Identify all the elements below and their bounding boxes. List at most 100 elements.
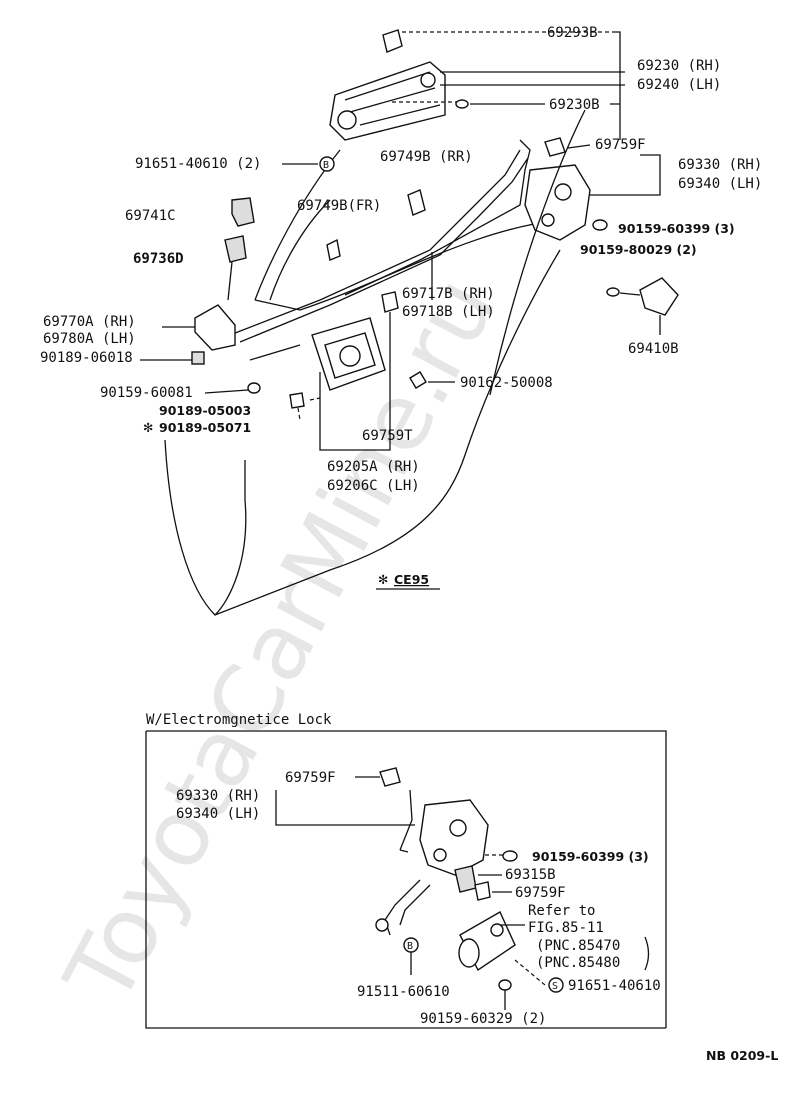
inset-label-fig: FIG.85-11 [528, 920, 604, 936]
inset-label-refer-to: Refer to [528, 903, 595, 919]
leader-lock [140, 326, 195, 361]
inside-handle [311, 317, 386, 391]
label-ce95: CE95 [394, 572, 429, 587]
inset-label-pnc2: (PNC.85480 [536, 955, 620, 971]
clip-69749B-rr [407, 189, 426, 216]
inset-pivot [375, 918, 389, 932]
rod-to-lock [249, 344, 301, 361]
label-69240-lh: 69240 (LH) [637, 77, 721, 93]
label-90159-80029: 90159-80029 (2) [580, 242, 697, 257]
inset-label-69340: 69340 (LH) [176, 806, 260, 822]
rod-long [229, 149, 521, 336]
inset-door-lock [399, 789, 489, 876]
inset-label-69330: 69330 (RH) [176, 788, 260, 804]
label-69206C: 69206C (LH) [327, 478, 420, 494]
leader-69749B [269, 199, 331, 301]
inset-clip-69759F-b [474, 881, 491, 901]
inset-leaders-mid [478, 874, 512, 893]
inset-arm [384, 879, 431, 936]
lock-69770A [194, 304, 236, 351]
inset-bracket-69330 [275, 790, 415, 826]
outside-handle [329, 61, 446, 141]
b-circle-top-text: B [323, 160, 329, 171]
screw-90162-50008 [409, 371, 427, 389]
label-69230-rh: 69230 (RH) [637, 58, 721, 74]
label-69205A: 69205A (RH) [327, 459, 420, 475]
label-69749B-rr: 69749B (RR) [380, 149, 473, 165]
b-circle-top [319, 156, 335, 172]
striker-69410B [639, 277, 679, 316]
leader-69410B [619, 292, 661, 335]
leader-dash-05003 [297, 397, 321, 421]
cap-69741C [231, 197, 255, 227]
asterisk-ce95: ✻ [378, 572, 388, 587]
label-69736D: 69736D [133, 251, 184, 267]
watermark: ToyotaCarMine.ru [44, 260, 516, 1021]
bracket-69205A [319, 312, 391, 451]
label-69340-top: 69340 (LH) [678, 176, 762, 192]
screw-90159-60081 [247, 382, 261, 394]
inset-screw-90159-60329 [498, 979, 512, 991]
rod-lower [344, 139, 531, 296]
inset-b-circle-text: B [407, 941, 413, 952]
inset-clip-69759F-a [379, 767, 401, 787]
leader-69230 [440, 71, 625, 86]
pnc-paren [644, 936, 650, 971]
inset-part-69315B [454, 865, 477, 893]
label-69749B-fr: 69749B(FR) [297, 198, 381, 214]
inset-solenoid [458, 911, 516, 972]
label-69293B: 69293B [547, 25, 598, 41]
screw-69230B [455, 99, 469, 109]
label-90159-60399-top: 90159-60399 (3) [618, 221, 735, 236]
screw-90159-80029 [606, 287, 620, 297]
inset-label-69759F-a: 69759F [285, 770, 336, 786]
label-69770A: 69770A (RH) [43, 314, 136, 330]
clip-90189-05003 [289, 392, 305, 409]
label-69718B: 69718B (LH) [402, 304, 495, 320]
label-69780A: 69780A (LH) [43, 331, 136, 347]
inset-label-90159-60399: 90159-60399 (3) [532, 849, 649, 864]
clip-69749B-fr [326, 238, 341, 261]
lock-rod [227, 261, 233, 301]
label-69759F-top: 69759F [595, 137, 646, 153]
label-91651-top: 91651-40610 (2) [135, 156, 261, 172]
inset-label-90159-60329: 90159-60329 (2) [420, 1011, 546, 1027]
rod-long-2 [239, 157, 529, 343]
bracket-top-right [610, 31, 621, 140]
label-69717B: 69717B (RH) [402, 286, 495, 302]
inset-label-91511: 91511-60610 [357, 984, 450, 1000]
inset-label-pnc1: (PNC.85470 [536, 938, 620, 954]
clip-69759F-top [544, 137, 566, 157]
label-90159-60081: 90159-60081 [100, 385, 193, 401]
label-69230B: 69230B [549, 97, 600, 113]
inset-label-69759F-b: 69759F [515, 885, 566, 901]
clip-69759T [381, 291, 399, 313]
door-lock-assembly [524, 164, 591, 241]
clip-69293B [382, 29, 615, 53]
label-69330-top: 69330 (RH) [678, 157, 762, 173]
reference-code: NB 0209-L [706, 1048, 778, 1063]
label-69410B: 69410B [628, 341, 679, 357]
inset-screw-90159-60399 [502, 850, 518, 862]
inset-frame [145, 730, 667, 1029]
leader-69330 [567, 144, 661, 196]
knob-69736D [224, 235, 247, 263]
long-leader-right [489, 109, 586, 396]
label-90189-05003: 90189-05003 [159, 403, 251, 418]
clip-90189-06018 [191, 351, 205, 365]
leader-90159-60081 [204, 389, 249, 394]
label-69741C: 69741C [125, 208, 176, 224]
inset-s-circle [548, 977, 564, 993]
door-curve-inner [214, 460, 247, 616]
inset-label-69315B: 69315B [505, 867, 556, 883]
label-90162-50008: 90162-50008 [460, 375, 553, 391]
screw-90159-60399 [592, 219, 608, 231]
label-90189-05071: 90189-05071 [159, 420, 251, 435]
label-69759T: 69759T [362, 428, 413, 444]
label-90189-06018: 90189-06018 [40, 350, 133, 366]
asterisk-05071: ✻ [143, 420, 153, 435]
inset-s-circle-text: S [552, 981, 558, 992]
inset-title: W/Electromgnetice Lock [146, 712, 332, 728]
